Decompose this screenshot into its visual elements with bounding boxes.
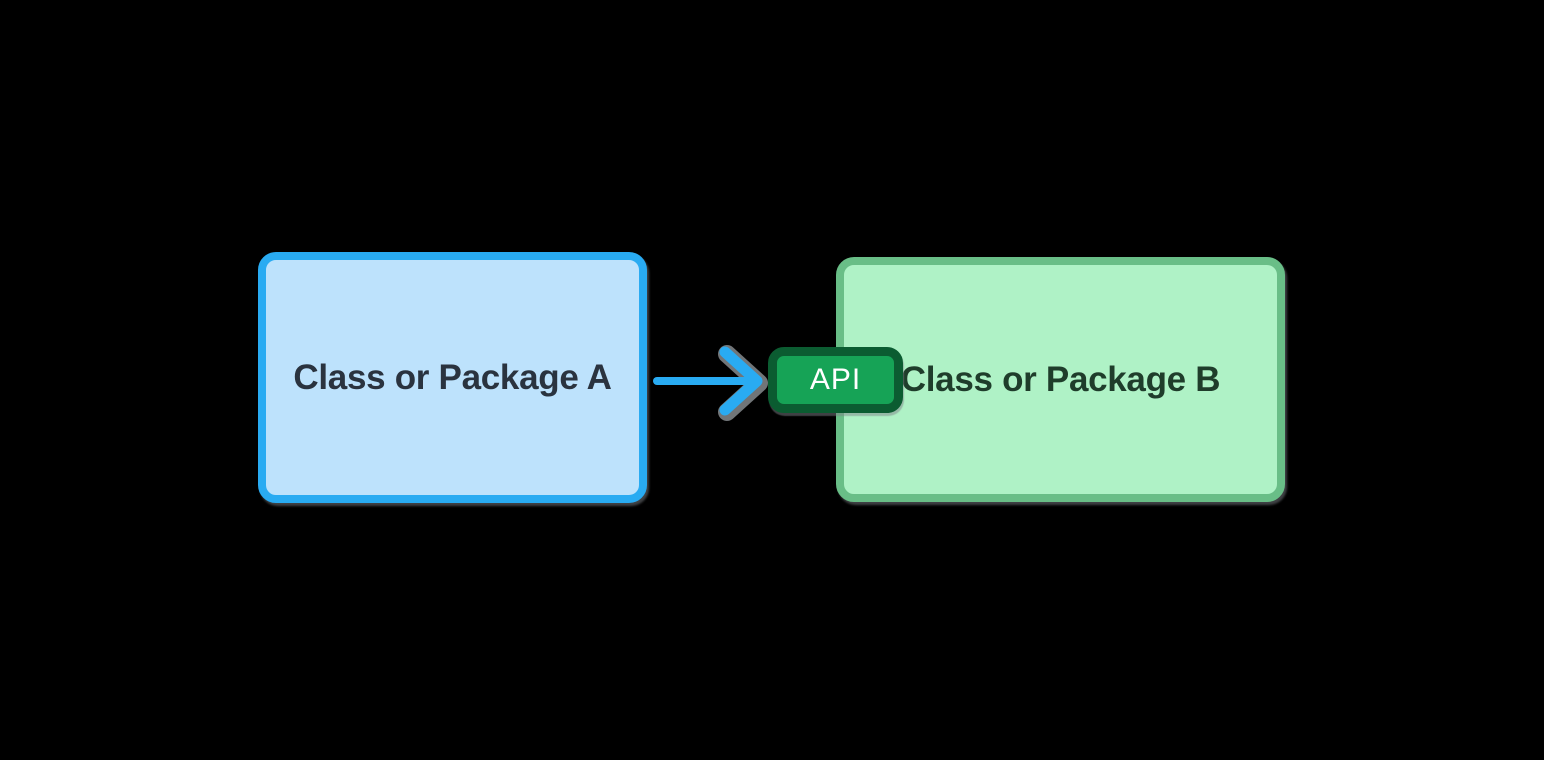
arrow-right-icon — [653, 345, 768, 421]
arrow-head — [719, 346, 763, 416]
box-a-label: Class or Package A — [293, 357, 612, 397]
box-class-or-package-a: Class or Package A — [258, 252, 647, 503]
box-class-or-package-b: Class or Package B — [836, 257, 1285, 502]
api-badge: API — [768, 347, 903, 413]
api-badge-label: API — [809, 363, 862, 396]
box-b-label: Class or Package B — [900, 359, 1221, 399]
